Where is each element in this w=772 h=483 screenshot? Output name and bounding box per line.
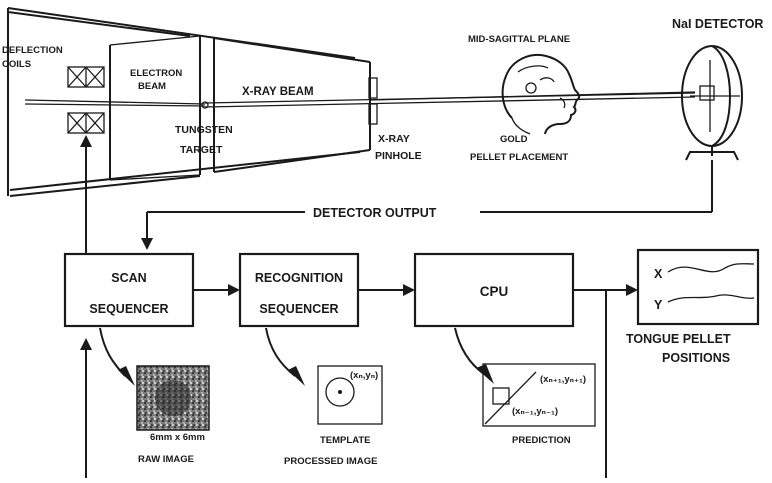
scan-sequencer-label-1: SCAN [111,271,146,285]
detector-output-label: DETECTOR OUTPUT [313,206,437,220]
scan-to-coils-arrow [80,135,92,254]
deflection-coils-label-2: COILS [2,59,31,70]
cpu-label: CPU [480,284,509,299]
electron-beam-label-1: ELECTRON [130,68,182,79]
mid-sagittal-plane-label: MID-SAGITTAL PLANE [468,34,570,45]
prediction-next-coordinate: (xₙ₊₁,yₙ₊₁) [540,374,586,385]
processed-image-label: PROCESSED IMAGE [284,456,377,467]
detector-output-line [141,160,712,250]
nai-detector [682,46,742,160]
recognition-sequencer-label-1: RECOGNITION [255,271,343,285]
tungsten-target-label-1: TUNGSTEN [175,124,233,136]
xray-beam-label: X-RAY BEAM [242,86,314,98]
scan-sequencer-label-2: SEQUENCER [89,302,168,316]
template-label: TEMPLATE [320,435,371,446]
tongue-pellet-label: TONGUE PELLET [626,332,731,346]
xray-pinhole-label-1: X-RAY [378,133,410,145]
recognition-sequencer-label-2: SEQUENCER [259,302,338,316]
gold-label: GOLD [500,134,528,145]
raw-image-size-label: 6mm x 6mm [150,432,205,443]
positions-label: POSITIONS [662,351,730,365]
prediction-prev-coordinate: (xₙ₋₁,yₙ₋₁) [512,406,558,417]
tongue-position-plot [638,250,758,324]
accelerator-housing [8,8,370,196]
raw-image-pellet-blob [155,380,191,416]
prediction-label: PREDICTION [512,435,571,446]
deflection-coils [68,67,104,133]
raw-image-label: RAW IMAGE [138,454,194,465]
electron-beam-label-2: BEAM [138,81,166,92]
nai-detector-label: NaI DETECTOR [672,17,763,31]
pellet-placement-label: PELLET PLACEMENT [470,152,568,163]
plot-x-label: X [654,267,663,281]
electron-beam [25,100,205,106]
xray-pinhole-label-2: PINHOLE [375,150,422,162]
deflection-coils-label-1: DEFLECTION [2,45,63,56]
template-center-dot [338,390,342,394]
plot-y-label: Y [654,298,663,312]
template-coordinate-label: (xₙ,yₙ) [350,370,378,381]
tungsten-target-label-2: TARGET [180,144,223,156]
